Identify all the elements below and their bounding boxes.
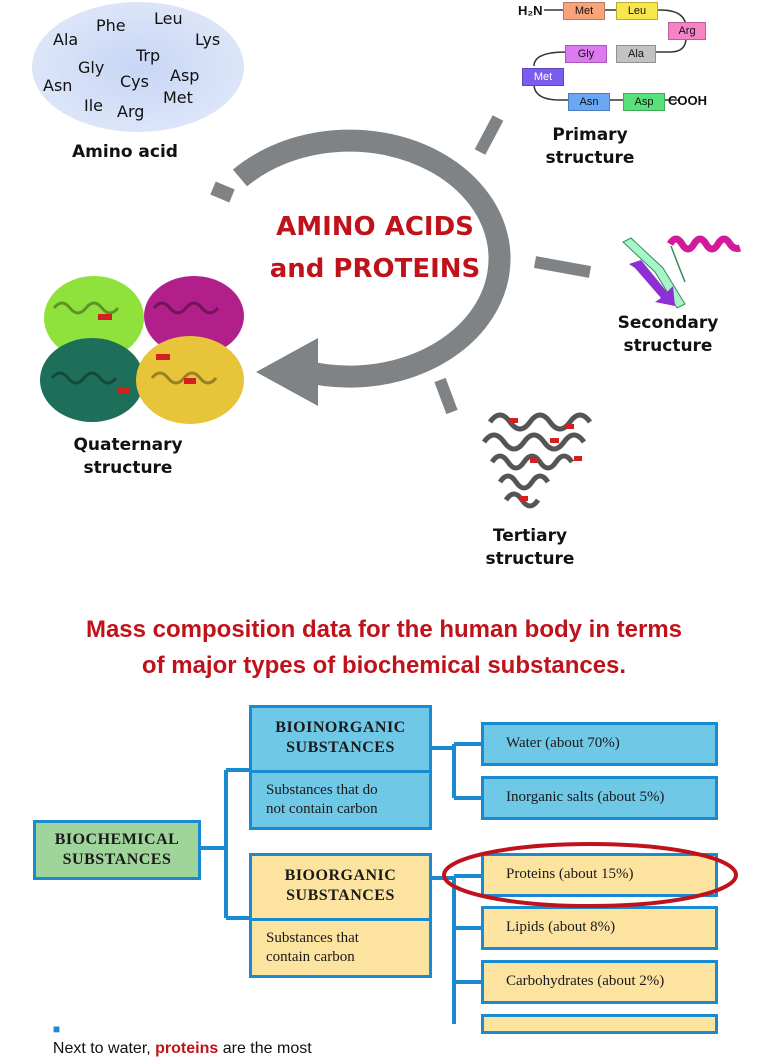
cycle-arrow (210, 115, 592, 415)
secondary-label-line2: structure (623, 336, 713, 356)
amino-acid-trp: Trp (136, 46, 161, 65)
bullet-emphasis: proteins (155, 1040, 219, 1057)
primary-residue-arg: Arg (668, 22, 706, 40)
bioinorganic-title-line1: BIOINORGANIC (275, 719, 406, 736)
composition-heading-line1: Mass composition data for the human body… (85, 616, 683, 643)
bioinorganic-title-line2: SUBSTANCES (286, 739, 395, 756)
primary-n-terminus: H₂N (518, 3, 543, 18)
primary-label-line1: Primary (552, 125, 628, 145)
amino-acid-met: Met (163, 88, 193, 107)
primary-label-line2: structure (545, 148, 635, 168)
amino-acid-ala: Ala (53, 30, 79, 49)
bullet-suffix: are the most (218, 1040, 312, 1057)
root-line2: SUBSTANCES (62, 851, 172, 868)
bullet-marker: ■ (52, 1022, 61, 1036)
bioinorganic-title-box: BIOINORGANIC SUBSTANCES (249, 705, 432, 773)
cycle-title-line1: AMINO ACIDS (276, 212, 474, 242)
quaternary-label-line1: Quaternary (73, 435, 183, 455)
tertiary-label-line1: Tertiary (492, 526, 568, 546)
composition-heading-line2: of major types of biochemical substances… (141, 652, 627, 679)
item-inorganic-salts: Inorganic salts (about 5%) (481, 776, 718, 820)
quaternary-structure-image (40, 276, 244, 424)
bioinorganic-desc-line2: not contain carbon (266, 801, 378, 817)
item-proteins: Proteins (about 15%) (481, 853, 718, 897)
bioinorganic-desc-box: Substances that do not contain carbon (249, 770, 432, 830)
bullet-prefix: Next to water, (52, 1040, 156, 1057)
amino-acid-cys: Cys (120, 72, 149, 91)
amino-acid-ile: Ile (84, 96, 104, 115)
item-carbohydrates: Carbohydrates (about 2%) (481, 960, 718, 1004)
amino-acid-arg: Arg (117, 102, 145, 121)
primary-residue-leu: Leu (616, 2, 658, 20)
bioorganic-desc-box: Substances that contain carbon (249, 918, 432, 978)
item-partial-next (481, 1014, 718, 1034)
primary-residue-met: Met (563, 2, 605, 20)
amino-acid-blob (32, 2, 244, 132)
amino-acid-leu: Leu (154, 9, 183, 28)
tertiary-label-line2: structure (485, 549, 575, 569)
bioorganic-title-line2: SUBSTANCES (286, 887, 395, 904)
primary-residue-asn: Asn (568, 93, 610, 111)
bioinorganic-desc-line1: Substances that do (266, 782, 378, 798)
item-water: Water (about 70%) (481, 722, 718, 766)
bullet-line: ■ Next to water, proteins are the most (44, 1004, 312, 1058)
bioorganic-title-box: BIOORGANIC SUBSTANCES (249, 853, 432, 921)
root-box: BIOCHEMICAL SUBSTANCES (33, 820, 201, 880)
amino-acid-label: Amino acid (72, 142, 178, 162)
cycle-title-line2: and PROTEINS (269, 254, 481, 284)
tree-connectors (200, 742, 482, 1024)
protein-highlight-ring (442, 842, 738, 908)
primary-residue-asp: Asp (623, 93, 665, 111)
amino-acid-asn: Asn (43, 76, 73, 95)
primary-residue-met2: Met (522, 68, 564, 86)
item-lipids: Lipids (about 8%) (481, 906, 718, 950)
amino-acid-gly: Gly (78, 58, 105, 77)
bioorganic-title-line1: BIOORGANIC (284, 867, 397, 884)
tertiary-structure-image (481, 412, 593, 509)
secondary-structure-image (622, 235, 742, 309)
quaternary-label-line2: structure (83, 458, 173, 478)
secondary-label-line1: Secondary (617, 313, 719, 333)
primary-residue-gly: Gly (565, 45, 607, 63)
primary-residue-ala: Ala (616, 45, 656, 63)
bioorganic-desc-line2: contain carbon (266, 949, 355, 965)
primary-c-terminus: COOH (668, 93, 707, 108)
bioorganic-desc-line1: Substances that (266, 930, 359, 946)
amino-acid-asp: Asp (170, 66, 200, 85)
amino-acid-lys: Lys (195, 30, 221, 49)
root-line1: BIOCHEMICAL (54, 831, 180, 848)
amino-acid-phe: Phe (96, 16, 126, 35)
